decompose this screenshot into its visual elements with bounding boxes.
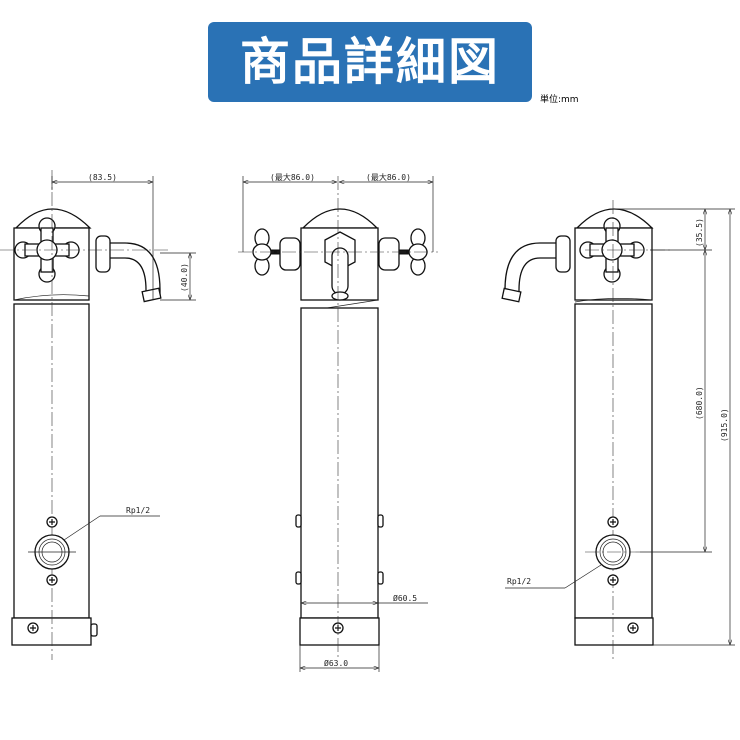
dim-handle-right: (最大86.0) [366, 172, 411, 182]
page-title: 商品詳細図 [208, 22, 532, 102]
label-inlet-right: Rp1/2 [507, 577, 531, 586]
unit-label: 単位:mm [540, 95, 579, 105]
label-inlet-left: Rp1/2 [126, 506, 150, 515]
dim-base-diameter: Ø63.0 [324, 658, 348, 668]
left-side-view: (83.5) (40.0) Rp1/2 [0, 170, 196, 660]
dim-cap-height: (35.5) [695, 218, 704, 247]
dim-spout-reach: (83.5) [88, 173, 117, 182]
dim-body-diameter: Ø60.5 [393, 593, 417, 603]
dim-handle-left: (最大86.0) [270, 172, 315, 182]
right-side-view: (35.5) (680.0) (915.0) Rp1/2 [501, 200, 735, 660]
dim-spout-drop: (40.0) [180, 263, 189, 292]
front-view: (最大86.0) (最大86.0) Ø60.5 Ø63.0 [238, 172, 438, 672]
dim-total-height: (915.0) [720, 408, 729, 442]
dim-inlet-height: (680.0) [695, 386, 704, 420]
